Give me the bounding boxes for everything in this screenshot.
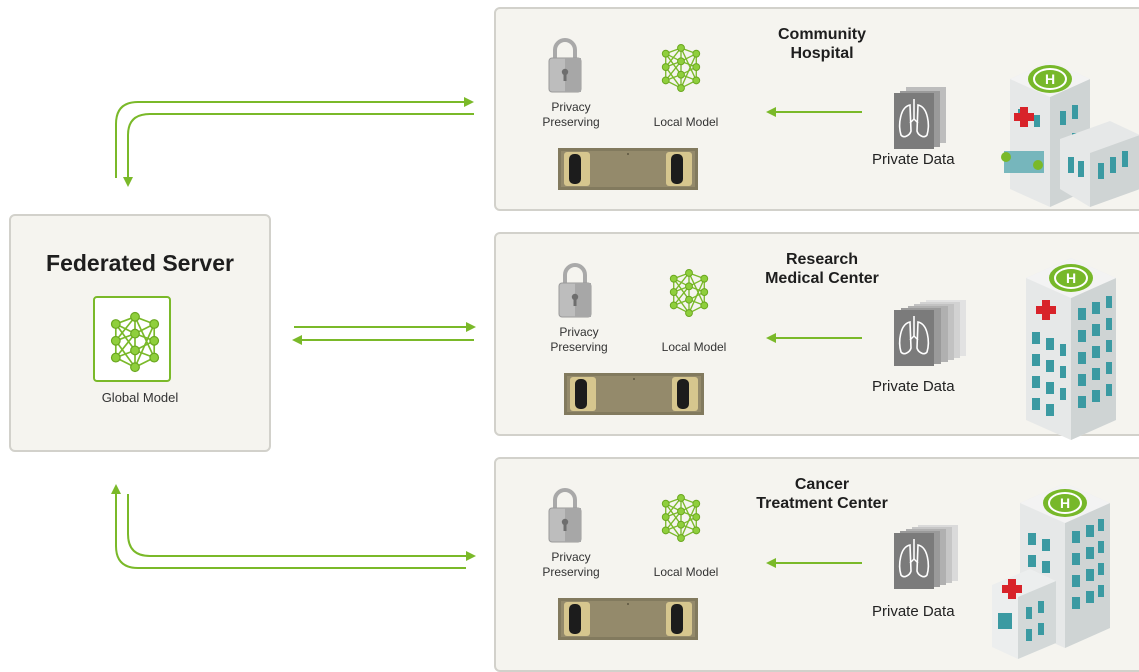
lung-scan-icon: [894, 525, 958, 589]
global-model-box: [93, 296, 171, 382]
download-arrow-top: [127, 113, 474, 180]
privacy-preserving-label: Privacy Preserving: [550, 325, 608, 354]
lung-scan-icon: [894, 87, 946, 149]
site-panel-research-medical-center: Research Medical Center Privacy Preservi…: [494, 232, 1139, 440]
private-data-label: Private Data: [872, 603, 955, 620]
local-model-label: Local Model: [653, 115, 719, 129]
site-panel-community-hospital: Community Hospital Privacy Preserving Lo…: [494, 7, 1139, 211]
site-title: Community Hospital: [778, 26, 866, 62]
site-panel-cancer-treatment-center: Cancer Treatment Center Privacy Preservi…: [494, 457, 1139, 672]
hospital-building-icon: [1026, 258, 1116, 440]
site-title: Research Medical Center: [765, 251, 879, 287]
data-flow-arrow: [766, 558, 862, 568]
global-model-label: Global Model: [101, 390, 179, 405]
data-flow-arrow: [766, 107, 862, 117]
server-title: Federated Server: [46, 250, 234, 276]
federated-server-panel: Federated Server Global Model: [9, 214, 271, 452]
privacy-preserving-label: Privacy Preserving: [542, 550, 600, 579]
connection-arrows: [111, 97, 476, 569]
data-flow-arrow: [766, 333, 862, 343]
local-model-label: Local Model: [653, 565, 719, 579]
private-data-label: Private Data: [872, 151, 955, 168]
lung-scan-icon: [894, 300, 966, 366]
arrow-from-site-bottom: [115, 494, 466, 569]
upload-arrow-top: [115, 101, 466, 178]
private-data-label: Private Data: [872, 378, 955, 395]
neural-network-icon: [110, 311, 160, 373]
site-title: Cancer Treatment Center: [756, 476, 888, 512]
arrow-to-site-bottom: [127, 494, 468, 557]
hospital-building-icon: [1001, 61, 1139, 207]
privacy-preserving-label: Privacy Preserving: [542, 100, 600, 129]
hospital-building-icon: [992, 483, 1110, 659]
local-model-label: Local Model: [661, 340, 727, 354]
